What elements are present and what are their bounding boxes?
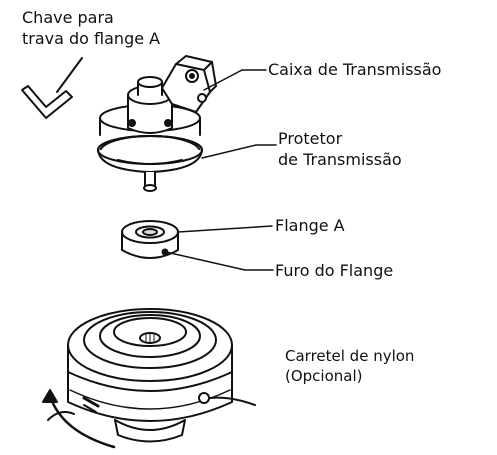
nylon-head-drawing bbox=[47, 308, 256, 443]
label-carretel-line2: (Opcional) bbox=[285, 367, 363, 385]
label-flange-a: Flange A bbox=[275, 216, 345, 235]
leader-line-caixa bbox=[203, 69, 267, 91]
flange-drawing bbox=[121, 220, 179, 259]
protector-drawing bbox=[97, 135, 203, 192]
leader-line-protetor bbox=[201, 144, 277, 159]
label-chave-line2: trava do flange A bbox=[22, 29, 161, 48]
hex-key-drawing bbox=[21, 57, 83, 119]
leader-line-flange bbox=[177, 225, 273, 233]
label-carretel-line1: Carretel de nylon bbox=[285, 347, 415, 365]
label-furo-flange: Furo do Flange bbox=[275, 261, 394, 280]
label-caixa-transmissao: Caixa de Transmissão bbox=[268, 60, 442, 79]
label-chave: Chave para trava do flange A bbox=[22, 7, 160, 49]
rotation-arrow-drawing bbox=[42, 389, 116, 449]
label-carretel: Carretel de nylon (Opcional) bbox=[285, 346, 414, 386]
label-protetor-line2: de Transmissão bbox=[278, 150, 402, 169]
leader-lines bbox=[165, 69, 277, 271]
label-chave-line1: Chave para bbox=[22, 8, 114, 27]
leader-line-furo bbox=[165, 251, 274, 271]
label-protetor-line1: Protetor bbox=[278, 129, 343, 148]
label-protetor: Protetor de Transmissão bbox=[278, 128, 402, 170]
